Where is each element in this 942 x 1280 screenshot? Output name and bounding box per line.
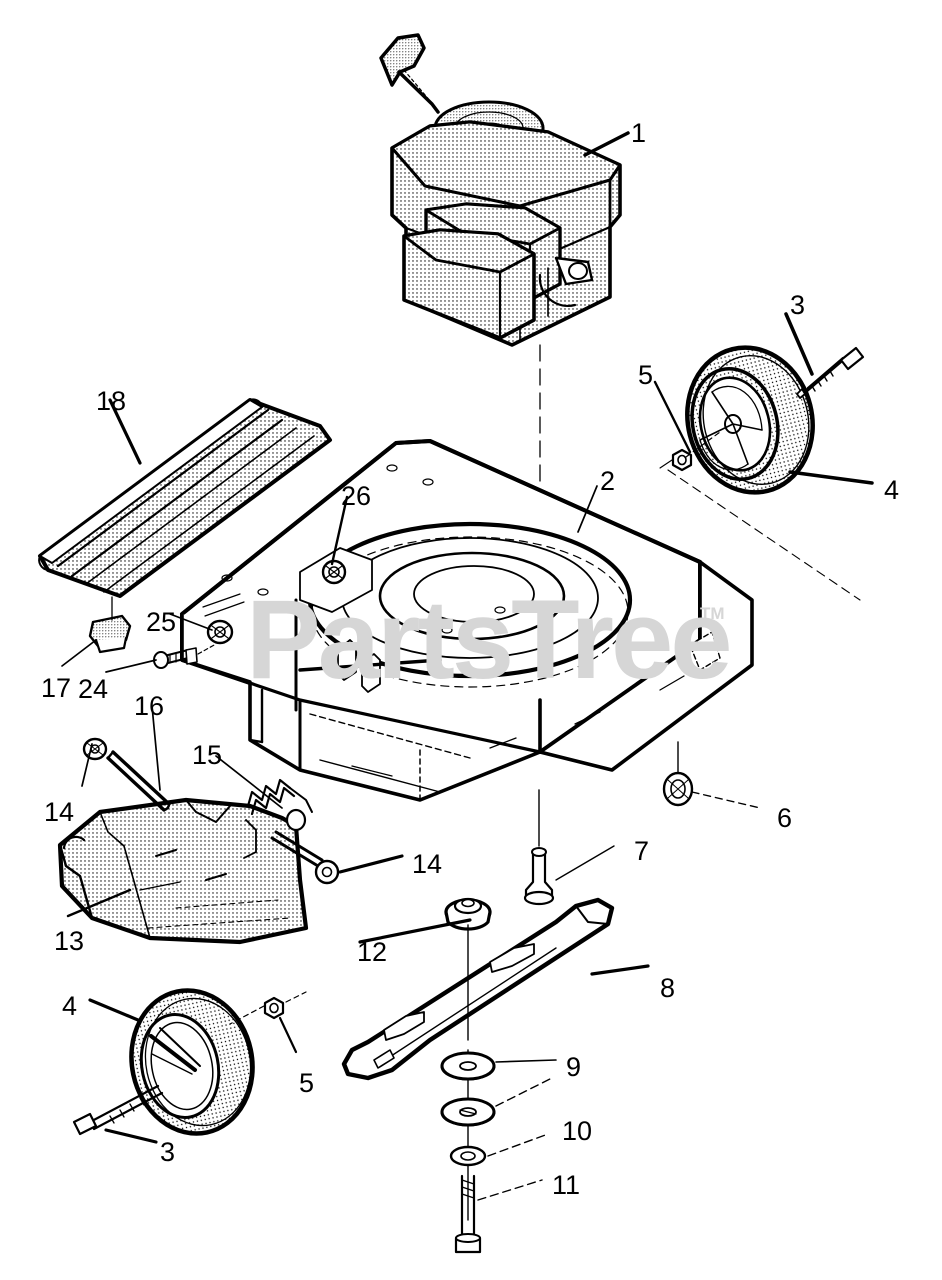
callout-8[interactable]: 8 bbox=[660, 973, 676, 1003]
engine-assembly-graphic bbox=[379, 33, 622, 347]
callout-17[interactable]: 17 bbox=[41, 673, 72, 703]
mower-deck-graphic bbox=[180, 439, 754, 802]
callout-15[interactable]: 15 bbox=[192, 740, 223, 770]
front-wheel-graphic bbox=[72, 988, 307, 1136]
callout-3-front[interactable]: 3 bbox=[160, 1137, 176, 1167]
callout-4-rear[interactable]: 4 bbox=[884, 475, 900, 505]
callout-9[interactable]: 9 bbox=[566, 1052, 582, 1082]
callout-5-rear[interactable]: 5 bbox=[638, 360, 654, 390]
callout-7[interactable]: 7 bbox=[634, 836, 650, 866]
deflector-shield-graphic bbox=[57, 797, 309, 945]
clip-and-screw-graphic bbox=[88, 596, 217, 669]
blade-assembly-graphic bbox=[341, 897, 615, 1254]
callout-2[interactable]: 2 bbox=[600, 466, 616, 496]
callout-26[interactable]: 26 bbox=[341, 481, 372, 511]
deck-hardware-graphic bbox=[523, 741, 761, 906]
callout-1[interactable]: 1 bbox=[631, 118, 647, 148]
callout-6[interactable]: 6 bbox=[777, 803, 793, 833]
callout-18[interactable]: 18 bbox=[96, 386, 127, 416]
callout-10[interactable]: 10 bbox=[562, 1116, 593, 1146]
callout-14-left[interactable]: 14 bbox=[44, 797, 75, 827]
callout-12[interactable]: 12 bbox=[357, 937, 388, 967]
callout-4-front[interactable]: 4 bbox=[62, 991, 78, 1021]
callout-13[interactable]: 13 bbox=[54, 926, 85, 956]
callout-14-right[interactable]: 14 bbox=[412, 849, 443, 879]
callout-16[interactable]: 16 bbox=[134, 691, 165, 721]
deflector-rod-graphic bbox=[82, 737, 340, 885]
callout-5-front[interactable]: 5 bbox=[299, 1068, 315, 1098]
callout-11[interactable]: 11 bbox=[552, 1170, 581, 1200]
side-rail-graphic bbox=[38, 398, 332, 598]
callout-3-rear[interactable]: 3 bbox=[790, 290, 806, 320]
callout-24[interactable]: 24 bbox=[78, 674, 109, 704]
rear-wheel-graphic bbox=[659, 345, 865, 601]
callout-25[interactable]: 25 bbox=[146, 607, 177, 637]
